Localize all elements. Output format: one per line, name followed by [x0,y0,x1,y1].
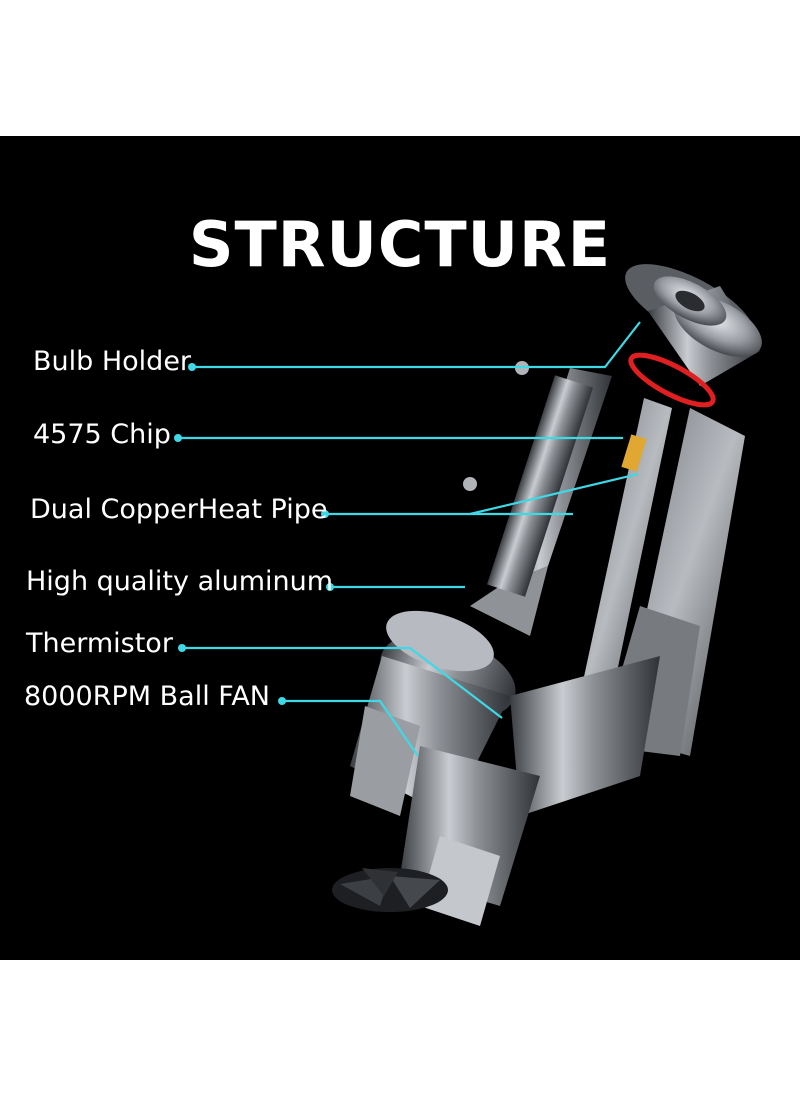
exploded-bulb-illustration [174,264,762,926]
diagram-title: STRUCTURE [188,208,612,281]
label-fan: 8000RPM Ball FAN [24,681,271,712]
label-chip: 4575 Chip [33,419,171,450]
bulb-holder-part [625,264,762,386]
fan-part [332,868,448,912]
chip-board-part [582,398,672,696]
label-bulb-holder: Bulb Holder [33,346,192,377]
label-thermistor: Thermistor [26,628,173,659]
label-heat-pipe: Dual CopperHeat Pipe [30,494,328,525]
screw-part [463,361,529,491]
leader-lines [178,321,641,757]
leader-dots [174,363,334,705]
diagram-canvas: STRUCTURE [0,136,800,960]
o-ring-part [628,352,716,408]
right-housing-part [510,408,745,816]
label-aluminum: High quality aluminum [26,566,334,597]
